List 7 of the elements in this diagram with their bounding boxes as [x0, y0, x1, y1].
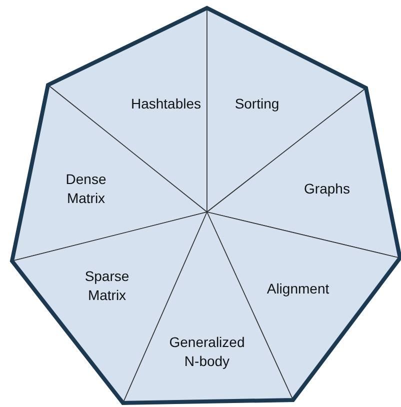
slice-label: Dense Matrix: [64, 170, 108, 208]
slice-label: Alignment: [266, 280, 330, 298]
slice-label: Graphs: [303, 180, 351, 198]
slice-label: Hashtables: [130, 94, 202, 114]
slice-label: Sorting: [234, 94, 280, 114]
slice-label: Sparse Matrix: [84, 267, 130, 305]
slice-label: Generalized N-body: [168, 333, 246, 371]
